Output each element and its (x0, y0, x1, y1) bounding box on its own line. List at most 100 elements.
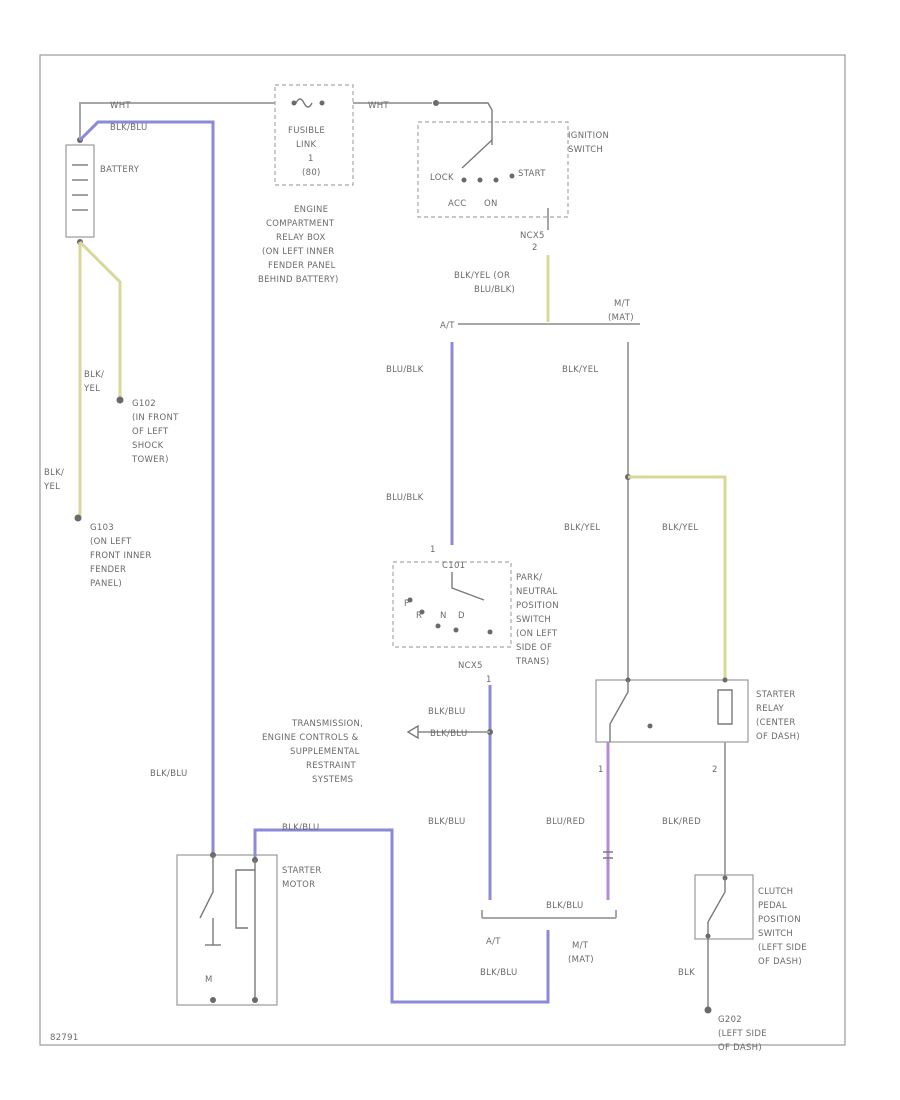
label-text: BLU/BLK) (474, 285, 515, 295)
label-text: RESTRAINT (306, 761, 357, 771)
starter-relay-pin-1: 1 (598, 765, 604, 775)
starter-relay-contact (609, 680, 629, 725)
label-text: STARTER (756, 690, 796, 700)
ground-g102-wire-label: BLK/ YEL (83, 370, 104, 394)
label-text: ENGINE CONTROLS & (262, 733, 359, 743)
ignition-connector: NCX5 (520, 231, 545, 241)
pnp-conn-bottom: NCX5 (458, 661, 483, 671)
label-text: (LEFT SIDE (718, 1029, 767, 1039)
wire-label-blk-blu-battery: BLK/BLU (110, 123, 147, 133)
label-text: BLK/ (84, 370, 104, 380)
label-text: TRANSMISSION, (291, 719, 363, 729)
trans-arrow-icon (406, 724, 419, 740)
ground-g202-label: G202 (LEFT SIDE OF DASH) (718, 1015, 767, 1053)
svg-text:N: N (440, 611, 447, 621)
label-text: YEL (83, 384, 100, 394)
label-text: PARK/ (516, 573, 542, 583)
starter-relay-label: STARTER RELAY (CENTER OF DASH) (756, 690, 800, 742)
ignition-switch-contact (461, 139, 493, 169)
label-text: OF DASH) (718, 1043, 762, 1053)
starter-motor-label: STARTER MOTOR (282, 866, 322, 890)
label-text: NEUTRAL (516, 587, 557, 597)
label-text: (80) (302, 168, 321, 178)
clutch-switch-label: CLUTCH PEDAL POSITION SWITCH (LEFT SIDE … (758, 887, 807, 967)
label-text: G102 (132, 399, 156, 409)
label-text: PEDAL (758, 901, 787, 911)
pnp-switch-outline (392, 561, 512, 648)
mt-label-top: M/T (MAT) (608, 299, 634, 323)
ground-g103-label: G103 (ON LEFT FRONT INNER FENDER PANEL) (90, 523, 152, 589)
label-text: COMPARTMENT (266, 219, 335, 229)
ignition-pos-start: START (518, 169, 546, 179)
label-text: (ON LEFT (90, 537, 132, 547)
wire-label-starter-feed: BLK/BLU (282, 823, 319, 833)
ignition-pos-on: ON (484, 199, 498, 209)
clutch-switch-contact (707, 878, 726, 923)
label-text: POSITION (758, 915, 801, 925)
label-text: (CENTER (756, 718, 796, 728)
wire-label-blk-yel-1: BLK/YEL (562, 365, 598, 375)
label-text: (IN FRONT (132, 413, 179, 423)
label-text: BLK/ (44, 468, 64, 478)
pnp-switch-label: PARK/ NEUTRAL POSITION SWITCH (ON LEFT S… (515, 573, 559, 667)
pnp-switch-contact (451, 572, 485, 601)
wire-label-blk-yel-3: BLK/YEL (662, 523, 698, 533)
label-text: 1 (308, 154, 314, 164)
starter-relay-box (595, 679, 749, 743)
wire-starter-feed (253, 828, 550, 1004)
label-text: LINK (296, 140, 317, 150)
label-text: TRANS) (515, 657, 549, 667)
wire-label-blk-yel-2: BLK/YEL (564, 523, 600, 533)
wire-label-trans: BLK/BLU (430, 729, 467, 739)
ground-g202-dot (704, 1006, 712, 1014)
wire-battery-starter (78, 120, 215, 855)
label-text: (LEFT SIDE (758, 943, 807, 953)
at-label-bottom: A/T (486, 937, 501, 947)
ground-g103-dot (74, 514, 82, 522)
label-text: POSITION (516, 601, 559, 611)
wire-label-blk-blu-bottom: BLK/BLU (480, 968, 517, 978)
label-text: FRONT INNER (90, 551, 152, 561)
relay-box-label: ENGINE COMPARTMENT RELAY BOX (ON LEFT IN… (258, 205, 338, 285)
label-text: IGNITION (568, 131, 609, 141)
label-text: SHOCK (132, 441, 164, 451)
svg-text:R: R (416, 611, 422, 621)
diagram-frame (39, 54, 846, 1046)
battery-label: BATTERY (100, 165, 140, 175)
label-text: STARTER (282, 866, 322, 876)
ignition-pin: 2 (532, 243, 538, 253)
fusible-link-symbol (295, 98, 313, 108)
label-text: SIDE OF (516, 643, 552, 653)
label-text: M/T (572, 941, 589, 951)
wire-label-blk-blu-left: BLK/BLU (150, 769, 187, 779)
wire-label-blk-blu-pnp: BLK/BLU (428, 707, 465, 717)
wire-label-blk-blu-center: BLK/BLU (428, 817, 465, 827)
label-text: SWITCH (568, 145, 603, 155)
label-text: (ON LEFT (516, 629, 558, 639)
wire-label-wht-fuse: WHT (368, 101, 389, 111)
label-text: G103 (90, 523, 114, 533)
pnp-pin-top: 1 (430, 545, 436, 555)
label-text: CLUTCH (758, 887, 793, 897)
wire-label-blk-red: BLK/RED (662, 817, 701, 827)
label-text: (ON LEFT INNER (262, 247, 335, 257)
wire-label-blk-clutch: BLK (678, 968, 695, 978)
relay-box-outline (274, 84, 354, 186)
ign-wire-label: BLK/YEL (OR BLU/BLK) (454, 271, 515, 295)
ground-g102-dot (116, 396, 124, 404)
ignition-switch-outline (417, 121, 569, 218)
starter-relay-coil (717, 689, 733, 725)
mt-label-bottom: M/T (MAT) (568, 941, 594, 965)
label-text: YEL (43, 482, 60, 492)
label-text: (MAT) (608, 313, 634, 323)
clutch-switch-box (694, 874, 754, 940)
label-text: MOTOR (282, 880, 315, 890)
svg-text:P: P (404, 599, 409, 609)
diagram-id: 82791 (50, 1033, 79, 1043)
starter-motor-box (176, 854, 278, 1006)
label-text: RELAY BOX (276, 233, 326, 243)
svg-text:D: D (458, 611, 465, 621)
label-text: SUPPLEMENTAL (290, 747, 360, 757)
wire-relay-coil-feed (628, 475, 727, 680)
